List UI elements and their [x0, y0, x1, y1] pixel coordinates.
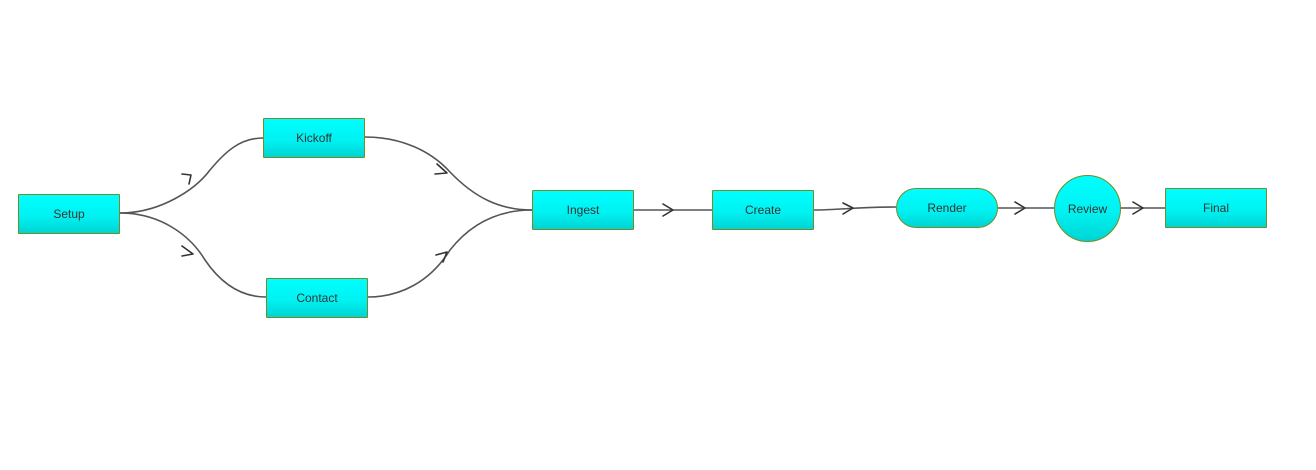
node-final[interactable]: Final	[1165, 188, 1267, 228]
edge-review-final-arrowhead	[1132, 201, 1144, 215]
edge-create-render[interactable]	[813, 206, 897, 211]
edge-setup-kickoff-arrowhead	[181, 173, 192, 185]
edge-kickoff-ingest[interactable]	[364, 136, 533, 211]
node-create[interactable]: Create	[712, 190, 814, 230]
edge-render-review-arrowhead	[1014, 201, 1026, 215]
edge-contact-ingest[interactable]	[367, 209, 533, 298]
node-create-label: Create	[744, 203, 782, 217]
node-setup[interactable]: Setup	[18, 194, 120, 234]
edge-setup-contact[interactable]	[119, 212, 267, 298]
node-contact-label: Contact	[296, 291, 338, 305]
node-setup-label: Setup	[53, 207, 85, 221]
node-ingest-label: Ingest	[566, 203, 600, 217]
edge-setup-kickoff[interactable]	[119, 137, 264, 214]
node-ingest[interactable]: Ingest	[532, 190, 634, 230]
edge-contact-ingest-arrowhead	[435, 251, 448, 263]
edge-setup-contact-arrowhead	[181, 245, 194, 257]
edge-ingest-create-arrowhead	[662, 203, 674, 217]
edge-create-render-arrowhead	[842, 202, 854, 215]
node-review-label: Review	[1067, 201, 1108, 216]
node-kickoff-label: Kickoff	[296, 131, 332, 145]
node-review[interactable]: Review	[1054, 175, 1121, 242]
node-render-label: Render	[927, 201, 967, 215]
edge-kickoff-ingest-arrowhead	[434, 163, 448, 175]
node-final-label: Final	[1202, 201, 1229, 215]
node-kickoff[interactable]: Kickoff	[263, 118, 365, 158]
node-render[interactable]: Render	[896, 188, 998, 228]
node-contact[interactable]: Contact	[266, 278, 368, 318]
